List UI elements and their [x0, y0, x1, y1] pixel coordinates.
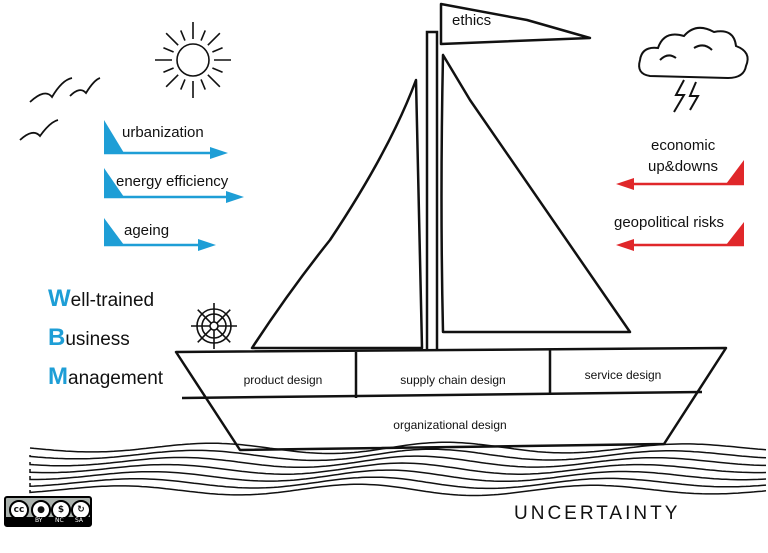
sun-ray: [165, 74, 179, 88]
hull: [174, 346, 728, 452]
license-terms: BY NC SA: [6, 517, 90, 525]
hull-section-service-design: service design: [584, 368, 662, 382]
sun-ray: [180, 30, 186, 41]
sun-ray: [163, 67, 174, 73]
mast: [425, 30, 439, 354]
cc-license-badge: cc ● $ ↻ BY NC SA: [4, 496, 92, 527]
sun-ray: [207, 74, 221, 88]
sun-ray: [212, 67, 223, 73]
wave-line: [29, 483, 767, 497]
well-trained-line: Well-trained: [48, 285, 155, 312]
wave-line: [29, 469, 767, 483]
wheel-spoke: [197, 328, 212, 343]
geopolitical-label: geopolitical risks: [614, 214, 725, 231]
ageing-label: ageing: [124, 222, 170, 239]
trend-arrow-ageing: [104, 218, 216, 251]
uncertainty-waves: [29, 441, 767, 497]
sa-icon: ↻: [71, 500, 91, 520]
management-line: Management: [48, 363, 164, 390]
wave-line: [29, 448, 767, 462]
uncertainty-label: UNCERTAINTY: [514, 503, 681, 524]
sun-ray: [200, 30, 206, 41]
storm-cloud-icon: [638, 26, 749, 113]
trend-arrow-urbanization: [104, 120, 228, 159]
hull-section-supply-chain-design: supply chain design: [400, 373, 506, 387]
bird-icon: [19, 77, 101, 141]
economic-label-line2: up&downs: [648, 158, 719, 175]
trend-arrow-energy-efficiency: [104, 168, 244, 203]
wave-line: [29, 441, 767, 455]
urbanization-label: urbanization: [122, 124, 204, 141]
wave-line: [29, 455, 766, 469]
wave-line: [29, 462, 767, 475]
sun-ray: [180, 79, 186, 90]
risk-arrow-economic: [616, 160, 744, 190]
hull-section-product-design: product design: [243, 373, 323, 387]
ethics-label: ethics: [452, 12, 492, 29]
wheel-spoke: [197, 309, 212, 324]
jib-sail: [440, 53, 632, 334]
sun-ray: [165, 32, 179, 46]
sun-ray: [207, 32, 221, 46]
business-line: Business: [48, 324, 130, 351]
main-sail: [250, 78, 424, 350]
hull-section-organizational-design: organizational design: [393, 418, 507, 432]
ethics-flag: [439, 2, 592, 46]
sun-icon: [155, 22, 231, 98]
risk-arrow-geopolitical: [616, 222, 744, 251]
sun-ray: [200, 79, 206, 90]
wave-line: [29, 476, 767, 490]
sails: [250, 53, 632, 350]
sun-ray: [163, 47, 174, 53]
ship-wheel-icon: [191, 303, 237, 349]
wheel-spoke: [216, 309, 231, 324]
wheel-spoke: [216, 328, 231, 343]
sun-ray: [212, 47, 223, 53]
economic-label-line1: economic: [651, 137, 716, 154]
energy-efficiency-label: energy efficiency: [116, 173, 229, 190]
